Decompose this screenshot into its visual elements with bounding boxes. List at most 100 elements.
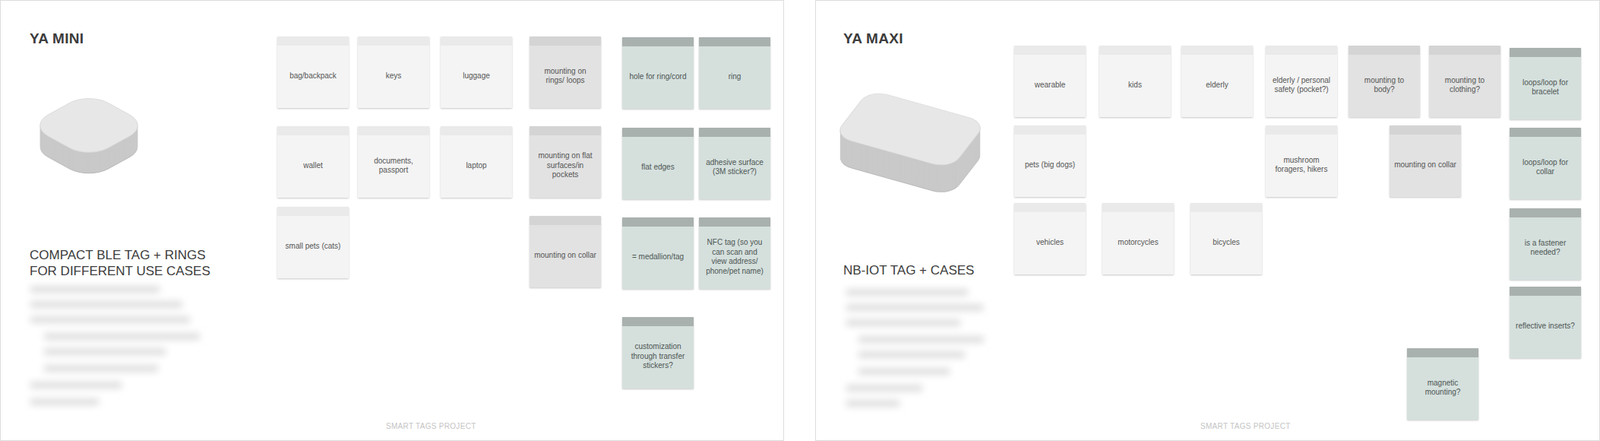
note-strip (1348, 45, 1420, 55)
note-strip (622, 217, 694, 227)
note-strip (698, 217, 771, 227)
note-text: is a fastener needed? (1514, 238, 1577, 258)
sticky-note: reflective inserts? (1509, 286, 1582, 358)
panel-subtitle: NB-IOT TAG + CASES (843, 262, 1043, 279)
sticky-note: documents, passport (357, 126, 430, 198)
note-strip (1190, 202, 1262, 212)
note-text: small pets (cats) (285, 241, 342, 252)
sticky-note: loops/loop for bracelet (1509, 47, 1582, 120)
sticky-note: ring (698, 37, 771, 109)
sticky-note: bag/backpack (277, 36, 349, 108)
note-strip (1014, 125, 1086, 135)
sticky-note: is a fastener needed? (1509, 208, 1582, 280)
sticky-note: mounting on collar (1389, 125, 1461, 197)
note-text: luggage (462, 71, 491, 82)
tag-panel: YA MAXI NB-IOT TAG + CASES wearable kids eld… (815, 0, 1600, 441)
sticky-note: bicycles (1190, 202, 1262, 275)
note-text: laptop (465, 161, 487, 171)
tag-top (28, 91, 149, 159)
sticky-note: magnetic mounting? (1407, 347, 1479, 420)
note-text: wallet (303, 161, 323, 171)
note-strip (277, 206, 349, 216)
footer-label: SMART TAGS PROJECT (1200, 421, 1291, 431)
note-text: ring (728, 72, 742, 83)
sticky-note: elderly / personal safety (pocket?) (1265, 45, 1338, 117)
note-text: elderly (1205, 80, 1228, 91)
note-strip (1265, 45, 1338, 55)
sticky-note: wearable (1014, 45, 1086, 117)
note-strip (440, 36, 513, 46)
note-strip (357, 126, 430, 136)
note-strip (529, 215, 601, 225)
sticky-note: customization through transfer stickers? (622, 316, 694, 389)
sticky-note: mounting to body? (1348, 45, 1420, 117)
note-strip (1014, 45, 1086, 55)
note-strip (440, 126, 513, 136)
note-text: vehicles (1036, 237, 1064, 248)
panel-title: YA MAXI (843, 30, 904, 48)
note-text: bicycles (1212, 237, 1240, 248)
panel-title: YA MINI (29, 30, 84, 48)
note-text: reflective inserts? (1515, 321, 1575, 332)
sticky-note: hole for ring/cord (622, 37, 694, 109)
tag-side (28, 92, 149, 159)
note-text: bag/backpack (289, 71, 337, 82)
sticky-note: mounting on flat surfaces/in pockets (529, 126, 601, 198)
note-text: mounting to body? (1353, 75, 1416, 95)
note-text: mounting to clothing? (1433, 75, 1496, 95)
note-strip (1099, 45, 1171, 55)
note-strip (277, 36, 349, 46)
note-text: mounting on flat surfaces/in pockets (534, 151, 597, 181)
sticky-note: NFC tag (so you can scan and view addres… (698, 217, 771, 289)
sticky-note: elderly (1181, 45, 1253, 117)
footer-label: SMART TAGS PROJECT (385, 421, 477, 431)
tag-top (833, 89, 987, 169)
note-strip (529, 126, 601, 136)
sticky-note: mounting to clothing? (1429, 45, 1501, 117)
note-strip (1509, 47, 1582, 57)
note-strip (1181, 45, 1253, 55)
note-text: = medallion/tag (632, 252, 684, 263)
note-text: motorcycles (1117, 237, 1158, 248)
sticky-note: wallet (277, 126, 349, 198)
note-strip (698, 37, 771, 47)
sticky-note: flat edges (622, 127, 694, 200)
note-text: hole for ring/cord (629, 72, 687, 83)
blurred-text (30, 285, 200, 405)
note-text: mounting on rings/ loops (534, 66, 597, 86)
sticky-note: laptop (440, 126, 513, 198)
note-strip (357, 36, 430, 46)
sticky-note: luggage (440, 36, 513, 108)
note-strip (1014, 202, 1086, 212)
panel-subtitle: COMPACT BLE TAG + RINGS FOR DIFFERENT US… (29, 247, 229, 279)
sticky-note: mounting on rings/ loops (529, 36, 601, 108)
note-text: NFC tag (so you can scan and view addres… (703, 237, 766, 276)
tag-side (833, 90, 987, 170)
sticky-note: motorcycles (1102, 202, 1174, 275)
note-text: magnetic mounting? (1411, 378, 1474, 398)
sticky-note: pets (big dogs) (1014, 125, 1086, 197)
note-strip (529, 36, 601, 46)
note-strip (1509, 127, 1582, 137)
note-text: customization through transfer stickers? (626, 341, 690, 371)
note-text: keys (385, 71, 402, 82)
note-text: documents, passport (362, 156, 425, 176)
note-strip (277, 126, 349, 136)
note-strip (1407, 347, 1479, 358)
note-text: mounting on collar (1394, 160, 1457, 171)
note-text: pets (big dogs) (1024, 160, 1076, 171)
note-strip (622, 127, 694, 137)
note-text: loops/loop for bracelet (1514, 78, 1577, 98)
sticky-note: vehicles (1014, 202, 1086, 275)
note-text: flat edges (641, 162, 674, 173)
note-text: loops/loop for collar (1514, 158, 1577, 178)
sticky-note: kids (1099, 45, 1171, 117)
note-text: wearable (1034, 80, 1066, 91)
sticky-note: mushroom foragers, hikers (1265, 125, 1338, 197)
note-strip (1265, 125, 1338, 135)
note-strip (1429, 45, 1501, 55)
mini-tag-illustration (28, 91, 149, 180)
tag-panel: YA MINI COMPACT BLE TAG + RINGS FOR DIFFE… (0, 0, 785, 441)
sticky-note: = medallion/tag (622, 217, 694, 289)
